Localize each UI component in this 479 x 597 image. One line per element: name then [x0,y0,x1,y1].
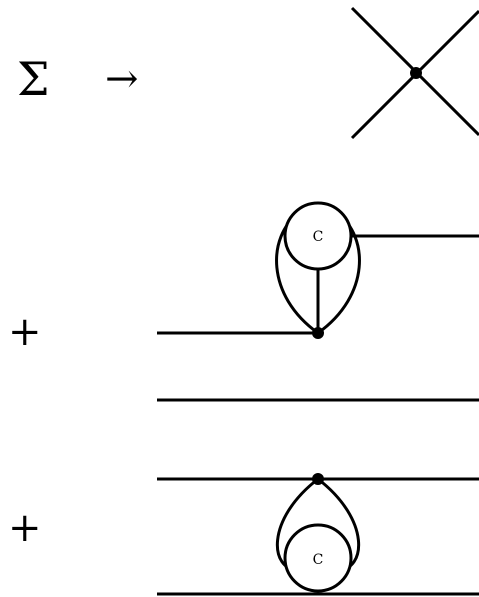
diagram-2: C [157,201,479,402]
plus-symbol-1: + [8,309,42,355]
sigma-symbol: Σ [17,52,50,106]
plus-symbol-2: + [8,505,42,551]
blob-c-2 [283,523,353,593]
diagram-2-vertex-dot [312,327,324,339]
arrow-symbol: → [105,56,139,102]
four-point-vertex [350,6,479,140]
blob-c-1-label: C [313,229,324,245]
diagram-3-vertex-dot [312,473,324,485]
vertex-dot [410,67,422,79]
diagram-3: C [157,473,479,596]
blob-c-2-label: C [313,552,324,568]
blob-c-1 [283,201,353,271]
